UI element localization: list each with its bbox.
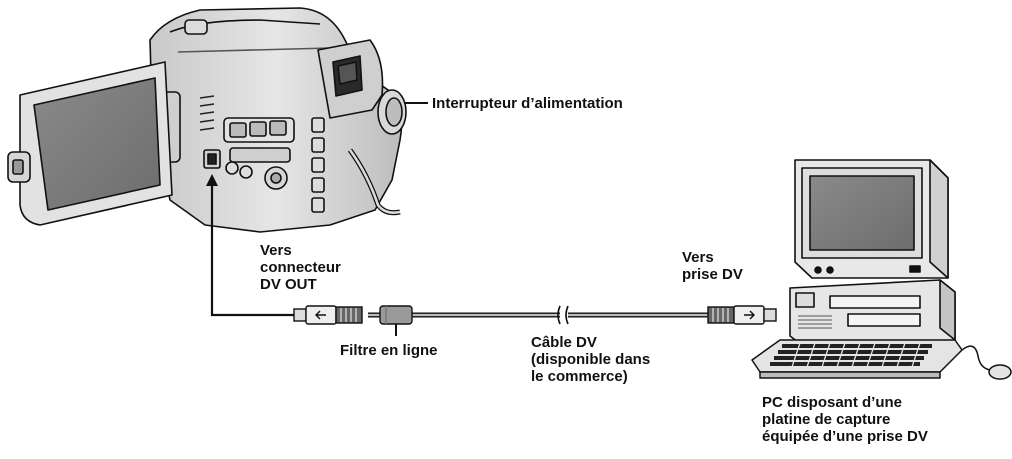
dv-cable-label: Câble DV (disponible dans le commerce) <box>531 334 651 385</box>
dv-out-label: Vers connecteur DV OUT <box>260 242 341 293</box>
mouse-icon <box>988 364 1012 380</box>
desktop-pc-icon <box>789 159 956 349</box>
ferrite-filter-icon <box>379 305 413 325</box>
dv-plug-icon <box>293 305 363 325</box>
power-switch-label: Interrupteur d’alimentation <box>432 95 623 112</box>
pc-caption-label: PC disposant d’une platine de capture éq… <box>762 394 928 445</box>
dv-plug-icon <box>707 305 777 325</box>
inline-filter-label: Filtre en ligne <box>340 342 438 359</box>
dv-jack-label: Vers prise DV <box>682 249 743 283</box>
keyboard-icon <box>751 339 991 379</box>
dv-cable <box>368 305 708 325</box>
lcd-monitor-icon <box>7 61 173 226</box>
camcorder-icon <box>149 7 407 233</box>
